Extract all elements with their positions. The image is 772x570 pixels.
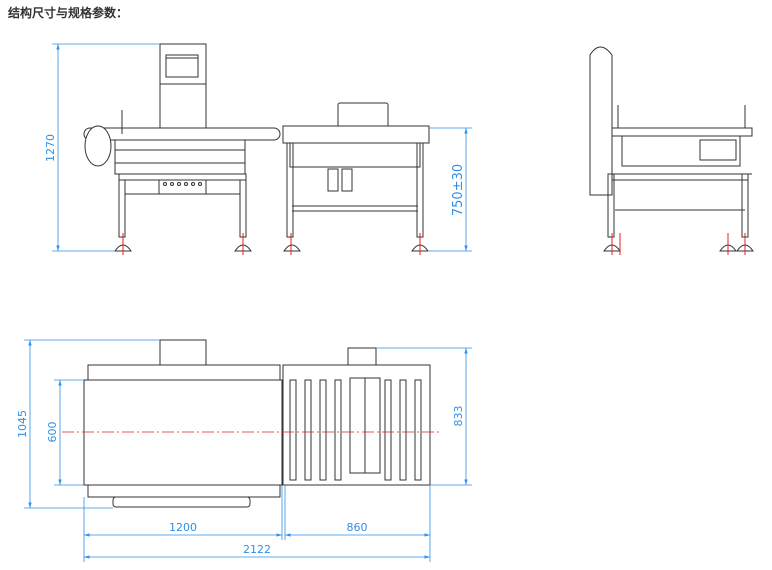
dim-2122: 2122 <box>243 543 271 556</box>
rejector-box <box>337 102 389 128</box>
detector-side <box>589 46 613 196</box>
dim-1270: 1270 <box>44 134 57 162</box>
side-view <box>589 46 754 255</box>
dim-1045: 1045 <box>16 410 29 438</box>
top-view <box>62 339 440 508</box>
feet <box>114 233 429 255</box>
detector-top <box>159 339 207 366</box>
dim-1200: 1200 <box>169 521 197 534</box>
section-title: 结构尺寸与规格参数： <box>8 6 129 20</box>
belt-top <box>83 379 283 486</box>
dim-600: 600 <box>46 422 59 443</box>
dim-750: 750±30 <box>451 164 466 216</box>
dim-860: 860 <box>347 521 368 534</box>
display-screen <box>165 54 199 78</box>
filter-left <box>327 168 339 192</box>
dimension-lines <box>24 43 472 562</box>
weigh-conveyor <box>83 127 281 141</box>
control-panel <box>158 179 207 195</box>
rejector-top <box>347 347 377 366</box>
front-view <box>83 43 430 255</box>
motor <box>84 125 112 167</box>
filter-right <box>341 168 353 192</box>
roller-table <box>282 125 430 144</box>
dim-833: 833 <box>452 406 465 427</box>
